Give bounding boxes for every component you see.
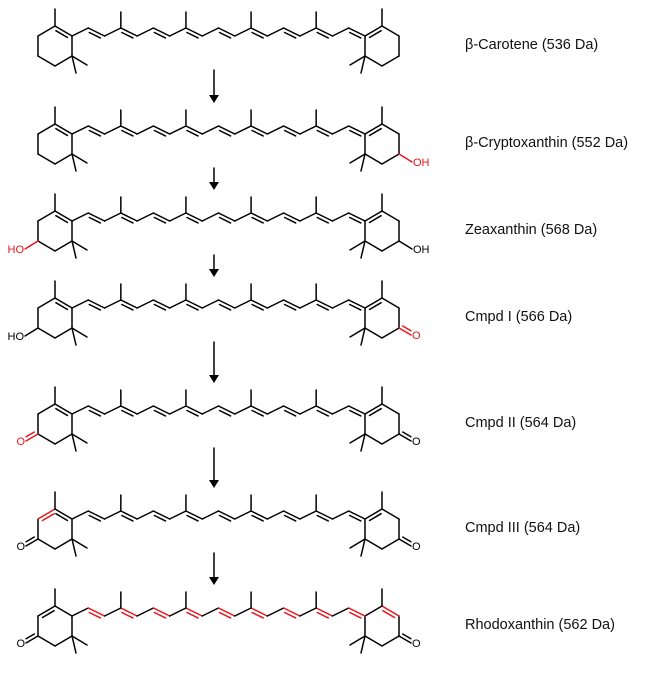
carbonyl-oxygen-label: O [412, 436, 421, 448]
compound-structure-1 [37, 8, 400, 74]
compound-structure-2: OH [37, 106, 430, 172]
reaction-arrow [209, 341, 219, 383]
reaction-arrow [209, 254, 219, 277]
reaction-arrow [209, 167, 219, 190]
compound-name-label: Zeaxanthin (568 Da) [465, 222, 597, 238]
carbonyl-oxygen-label: O [412, 541, 421, 553]
carbonyl-oxygen-label: O [16, 541, 25, 553]
hydroxyl-group-label: HO [8, 331, 25, 343]
reaction-arrow [209, 447, 219, 488]
hydroxyl-group-label: HO [8, 244, 25, 256]
compound-name-label: β-Carotene (536 Da) [465, 37, 598, 53]
compound-name-label: β-Cryptoxanthin (552 Da) [465, 135, 628, 151]
compound-structure-4: HO O [8, 280, 421, 346]
hydroxyl-group-label: OH [413, 157, 430, 169]
compound-structure-3: HO OH [8, 193, 430, 259]
reaction-arrow [209, 69, 219, 103]
reaction-arrow [209, 552, 219, 585]
compound-name-label: Cmpd III (564 Da) [465, 520, 580, 536]
carbonyl-oxygen-label: O [412, 638, 421, 650]
compound-name-label: Cmpd II (564 Da) [465, 415, 576, 431]
compound-name-label: Rhodoxanthin (562 Da) [465, 617, 615, 633]
carbonyl-oxygen-label: O [16, 638, 25, 650]
carbonyl-oxygen-label: O [16, 436, 25, 448]
carbonyl-oxygen-label: O [412, 330, 421, 342]
hydroxyl-group-label: OH [413, 244, 430, 256]
compound-name-label: Cmpd I (566 Da) [465, 309, 572, 325]
